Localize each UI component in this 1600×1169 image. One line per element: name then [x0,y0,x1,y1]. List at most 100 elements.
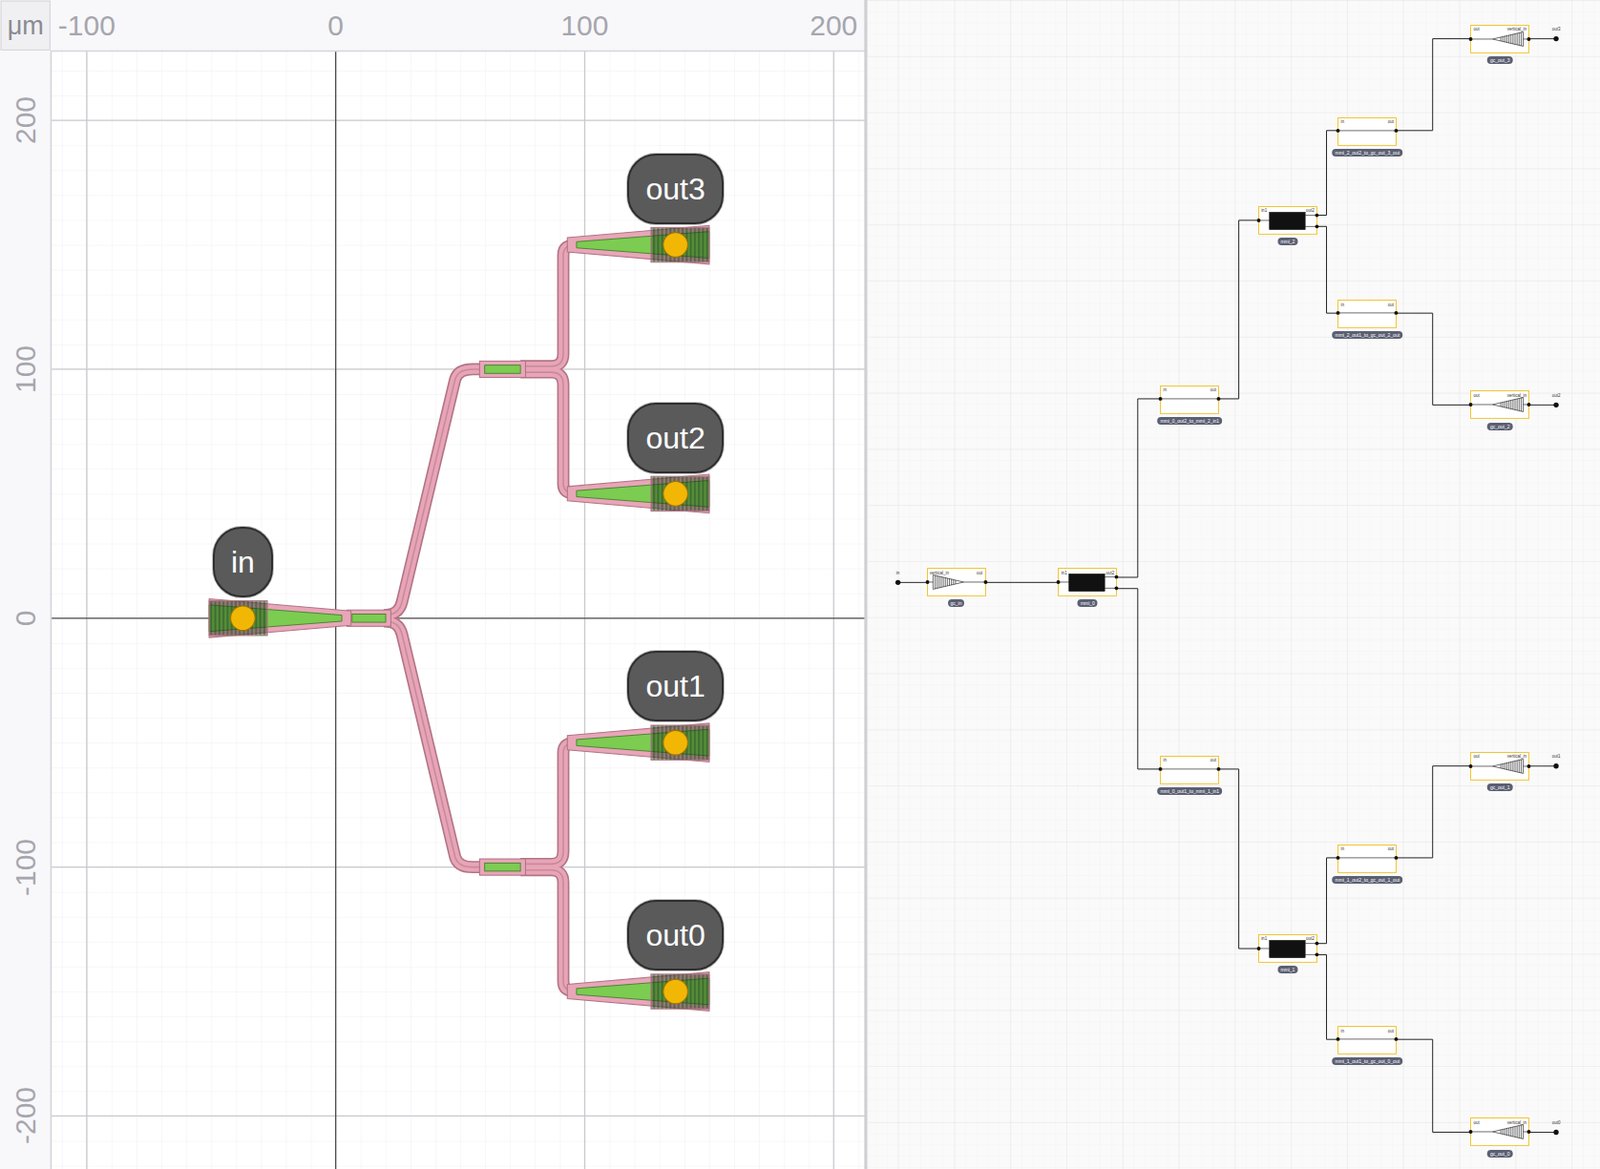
layout-panel [0,0,865,1169]
net-wire [1396,313,1471,405]
grating-hatch [1516,1126,1518,1138]
layout-view [50,50,865,1169]
component-glyph [1336,856,1399,861]
component-glyph [1056,574,1119,592]
net-wire [1317,130,1338,216]
waveguide-edge [340,245,577,992]
component-frame [1471,752,1530,780]
port-name: out2 [1552,392,1561,398]
pin-dot [1115,587,1119,591]
pin-name: out [1473,754,1479,759]
pin-name: out2 [1305,208,1315,213]
component-frame [1471,391,1530,420]
pin-name: in [1341,846,1346,852]
component-glyph [1469,31,1532,46]
instance-name: gc_out_0 [1487,1150,1514,1158]
grating-hatch [1500,1130,1502,1135]
axis-tick: -200 [10,1087,42,1145]
grating-hatch [938,576,940,589]
grating-hatch [1502,763,1504,769]
axis-unit: μm [7,11,44,41]
grating-hatch [1518,399,1520,412]
port-dot [1553,1130,1558,1136]
instance-name: mmi_1_out2_to_gc_out_1_out [1332,876,1404,885]
pin-dot [1158,397,1163,401]
net-wire [1396,766,1471,859]
component-glyph [1336,128,1399,133]
port-stubs [898,39,1557,1134]
layout-grid [50,50,865,1169]
grating-hatch [1500,402,1502,407]
pin-dot [1314,942,1319,947]
grating-hatch [1515,33,1516,44]
grating-hatch [950,579,952,586]
axis-tick: 100 [10,345,42,394]
pin-name: out [976,569,983,575]
port-bubble: out1 [627,651,723,722]
component-glyph [925,575,988,590]
pin-dot [1394,856,1399,861]
grating-coupler [209,598,352,638]
grating-hatch [1504,1129,1506,1136]
net-wire [1317,226,1338,314]
pin-dot [1469,1131,1474,1136]
port-name: in [231,544,255,581]
pin-dot [1527,1131,1532,1136]
pin-name: in [1341,301,1346,307]
pin-dot [1314,224,1319,229]
component-glyph [1469,1125,1532,1140]
grating-hatch [1506,401,1508,409]
mmi-body [1269,211,1306,230]
port-dot [895,580,901,586]
grating-hatch [1506,762,1508,770]
pin-name: out [1388,846,1394,852]
port-bubble: out3 [627,153,723,225]
instance-name: mmi_1_out1_to_gc_out_0_out [1332,1057,1404,1066]
grating-glyph [1470,398,1530,413]
net-wire [1219,220,1259,400]
port-dots [895,36,1559,1136]
pin-name: in1 [1261,208,1267,213]
component-glyph [1336,1037,1399,1042]
net-wire [1396,1039,1471,1133]
grating-hatch [1513,761,1515,772]
pin-dot [1336,311,1341,316]
grating-hatch [1520,1125,1522,1139]
pin-dot [1217,397,1222,401]
port-bubble: out0 [627,900,723,971]
port-name: in [896,569,901,575]
pin-name: out [1473,1119,1479,1125]
axis-tick: -100 [58,10,116,42]
grating-hatch [936,576,938,590]
instance-name: mmi_2 [1277,237,1298,246]
ruler-top [0,0,865,51]
grating-hatch [1500,764,1502,769]
grating-glyph [1470,31,1530,46]
pin-dot [1394,1037,1399,1042]
grating-hatch [954,580,956,585]
pin-name: vertical_in [1507,754,1527,759]
pin-name: out [1473,392,1479,398]
grating-hatch [1513,400,1515,410]
component-frame [1258,935,1317,964]
port-name: out1 [1552,754,1561,759]
grating-hatch [940,577,942,589]
axis-tick: 0 [10,610,42,627]
grating-hatch [1506,35,1508,43]
pin-dot [1394,311,1399,316]
pin-dot [1469,37,1474,42]
grating-hatch [952,580,954,586]
mmi-core [352,613,386,623]
pin-dot [1469,764,1474,769]
port-name: out1 [645,668,705,705]
component-glyph [1469,758,1532,774]
grating-hatch [948,579,950,587]
grating-hatch [942,577,944,588]
component-frame [1471,1118,1530,1147]
grating-glyph [1470,1125,1530,1140]
component-glyph [1158,397,1222,401]
pin-dot [1314,953,1319,958]
grating-glyph [926,575,987,590]
